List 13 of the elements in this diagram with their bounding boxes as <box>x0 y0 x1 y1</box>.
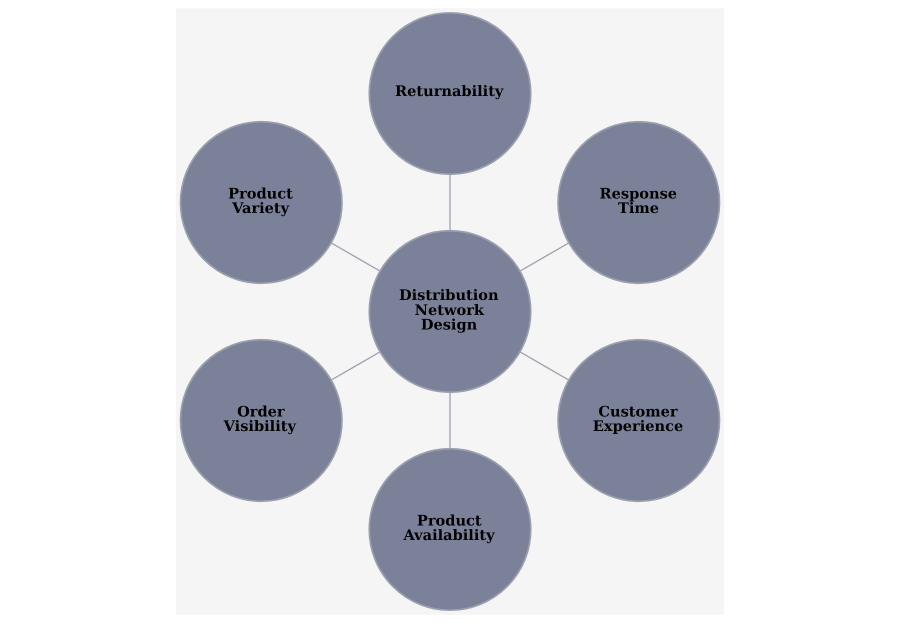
node-circle: Response Time <box>557 120 720 284</box>
node-circle: Returnability <box>368 12 532 176</box>
node-circle: Product Availability <box>368 448 532 612</box>
connector <box>520 242 570 272</box>
connector <box>330 352 380 381</box>
connector <box>520 352 570 381</box>
node-circle: Order Visibility <box>180 338 343 502</box>
connector <box>449 174 451 231</box>
connector <box>449 392 451 448</box>
connector <box>330 242 380 272</box>
node-circle: Customer Experience <box>557 338 720 502</box>
node-circle: Distribution Network Design <box>368 230 532 394</box>
node-circle: Product Variety <box>180 120 343 284</box>
